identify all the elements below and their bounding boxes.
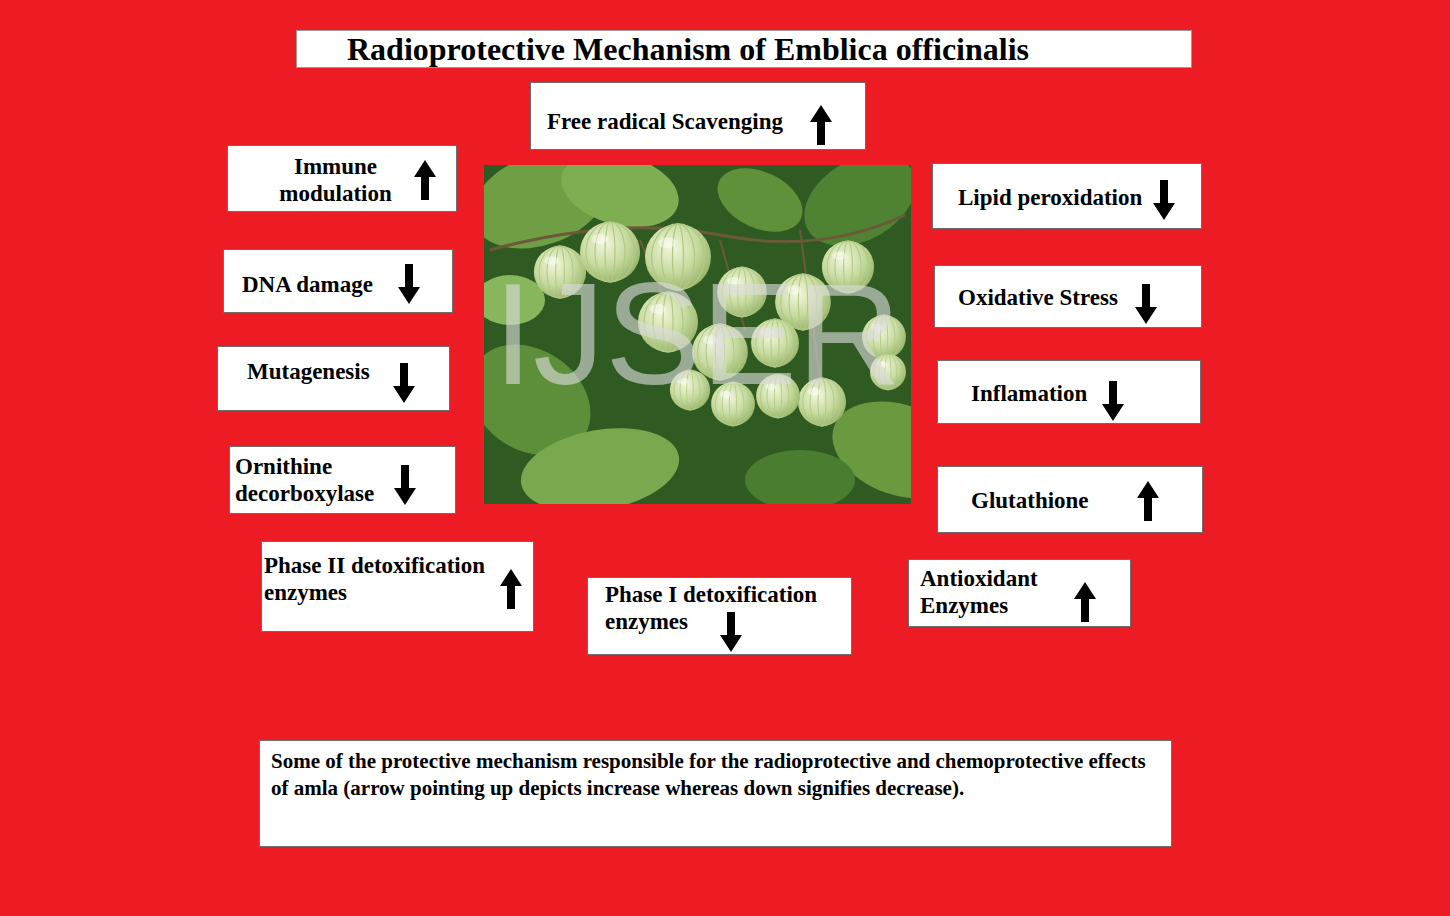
mechanism-box: Phase II detoxification enzymes — [261, 541, 534, 632]
mechanism-label: Inflamation — [971, 380, 1087, 407]
caption-box: Some of the protective mechanism respons… — [259, 740, 1172, 847]
mechanism-box: Inflamation — [937, 360, 1201, 424]
mechanism-box: Phase I detoxification enzymes — [587, 577, 852, 655]
watermark: IJSER — [493, 263, 901, 407]
mechanism-label: Immune modulation — [268, 153, 403, 207]
mechanism-box: Mutagenesis — [217, 346, 450, 411]
mechanism-label: DNA damage — [242, 271, 373, 298]
increase-arrow — [810, 105, 832, 145]
mechanism-label: Lipid peroxidation — [958, 184, 1142, 211]
decrease-arrow — [720, 612, 742, 652]
decrease-arrow — [1153, 180, 1175, 220]
mechanism-box: DNA damage — [223, 249, 453, 313]
title-text: Radioprotective Mechanism of Emblica off… — [347, 31, 1029, 67]
mechanism-label: Oxidative Stress — [958, 284, 1118, 311]
mechanism-box: Oxidative Stress — [934, 265, 1202, 328]
decrease-arrow — [1102, 381, 1124, 421]
mechanism-box: Free radical Scavenging — [530, 82, 866, 150]
mechanism-label: Ornithine decorboxylase — [235, 453, 385, 507]
increase-arrow — [414, 160, 436, 200]
increase-arrow — [1137, 481, 1159, 521]
mechanism-label: Mutagenesis — [247, 358, 370, 385]
decrease-arrow — [1135, 284, 1157, 324]
mechanism-box: Antioxidant Enzymes — [908, 559, 1131, 627]
mechanism-label: Glutathione — [971, 487, 1089, 514]
mechanism-box: Immune modulation — [227, 145, 457, 212]
decrease-arrow — [398, 264, 420, 304]
increase-arrow — [1074, 582, 1096, 622]
mechanism-box: Lipid peroxidation — [932, 163, 1202, 229]
mechanism-box: Glutathione — [937, 466, 1203, 533]
decrease-arrow — [393, 363, 415, 403]
mechanism-label: Phase II detoxification enzymes — [264, 552, 499, 606]
mechanism-label: Free radical Scavenging — [547, 108, 783, 135]
caption-text: Some of the protective mechanism respons… — [271, 748, 1161, 802]
mechanism-label: Phase I detoxification enzymes — [605, 581, 830, 635]
decrease-arrow — [394, 465, 416, 505]
title-box: Radioprotective Mechanism of Emblica off… — [296, 30, 1192, 68]
increase-arrow — [500, 569, 522, 609]
mechanism-box: Ornithine decorboxylase — [229, 446, 456, 514]
mechanism-label: Antioxidant Enzymes — [920, 565, 1045, 619]
